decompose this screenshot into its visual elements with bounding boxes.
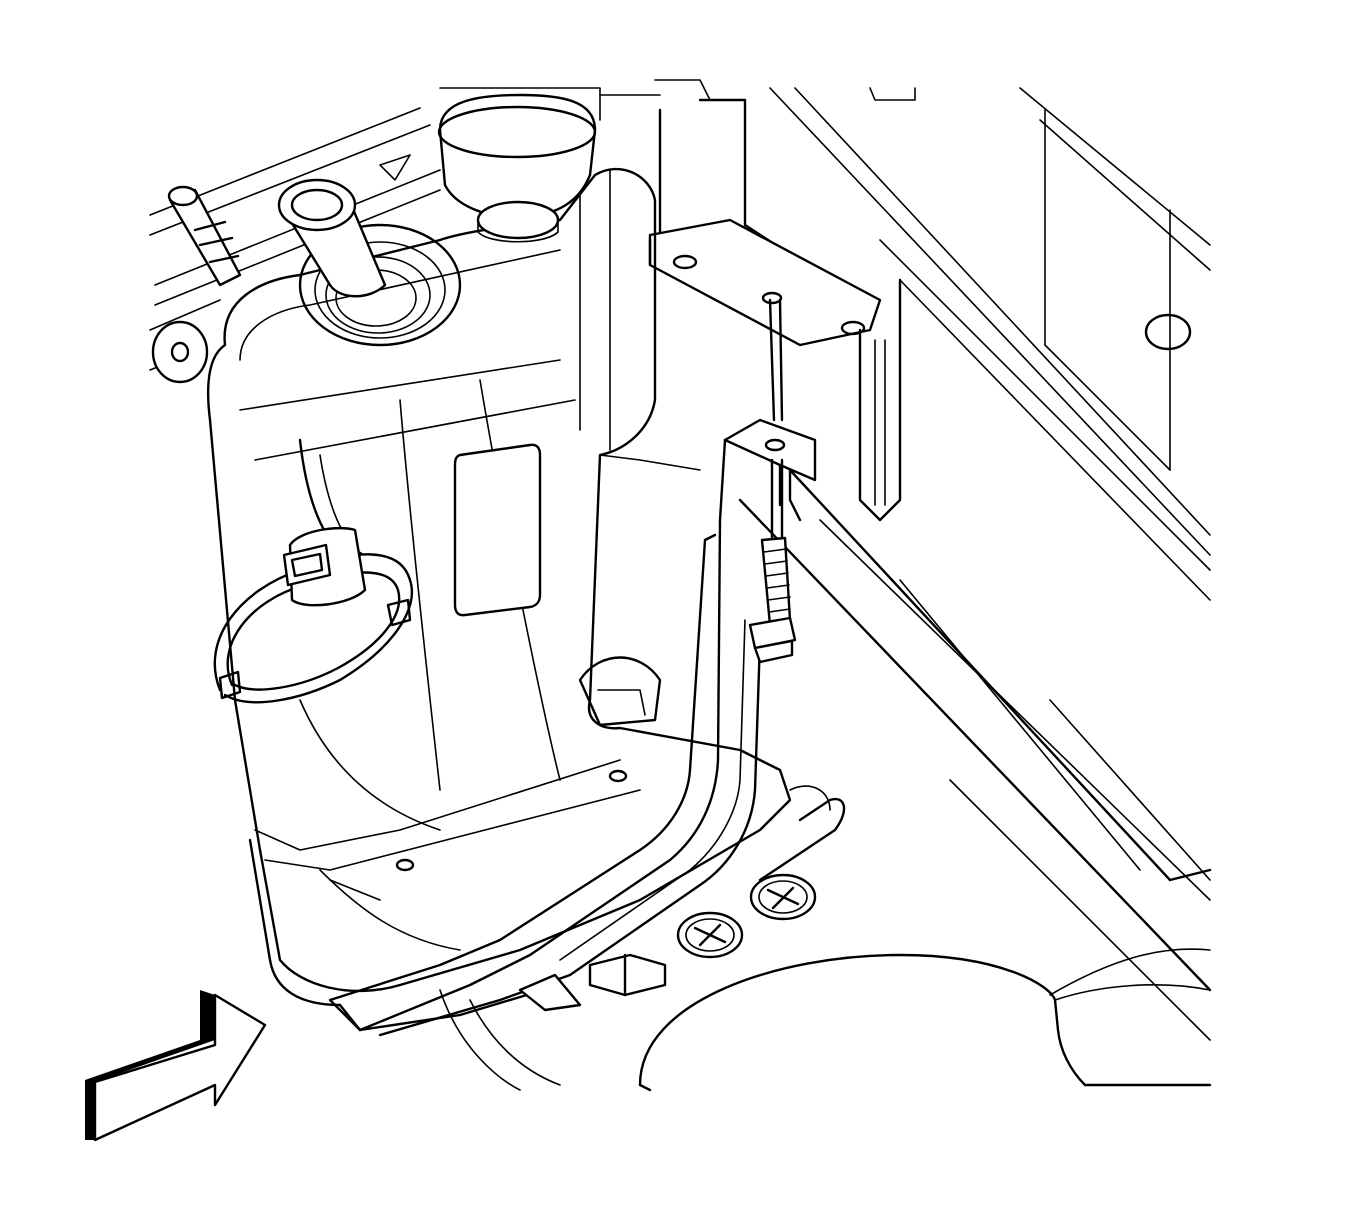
fuel-tank-strap xyxy=(328,418,817,1037)
spare-tire-well xyxy=(439,785,1212,1092)
frame-rail xyxy=(658,98,1212,1041)
vent-tube xyxy=(151,185,242,384)
fuel-tank xyxy=(206,159,792,1032)
strap-bolt xyxy=(748,298,797,664)
wiring-harness-loop xyxy=(213,438,413,704)
mounting-bracket xyxy=(648,218,902,522)
fuel-pump-module-cap xyxy=(437,93,597,243)
vehicle-front-direction-arrow xyxy=(85,990,267,1142)
underbody-floor-pan xyxy=(149,79,1211,556)
filler-neck xyxy=(277,178,462,347)
